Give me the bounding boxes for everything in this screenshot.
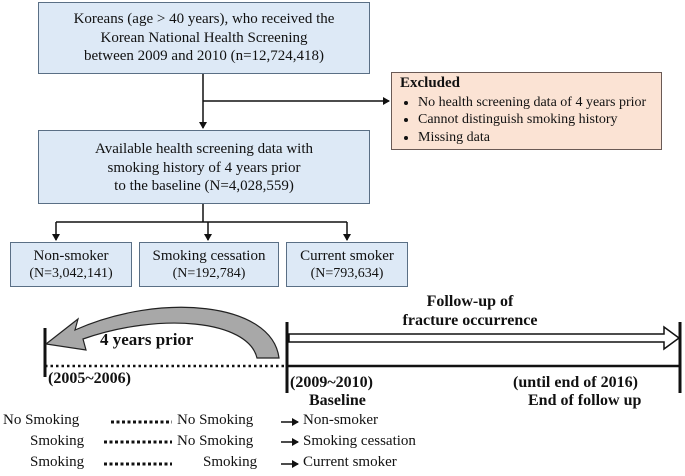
source-line-2: Korean National Health Screening [100,29,308,46]
legend-row3-prior: Smoking [30,454,85,470]
prior-curved-arrow [44,306,280,359]
excluded-box: Excluded No health screening data of 4 y… [391,72,662,150]
period-baseline: (2009~2010) [290,374,373,391]
timeline-axis [43,322,682,393]
nonsmoker-label: Non-smoker [33,248,109,264]
cessation-label: Smoking cessation [152,248,266,264]
legend-row2-group: Smoking cessation [303,433,416,449]
available-line-2: smoking history of 4 years prior [107,159,301,176]
current-count: (N=793,634) [310,266,384,281]
legend-row2-prior: Smoking [30,433,85,449]
excluded-item: Missing data [418,129,655,147]
legend-connectors [104,418,299,468]
followup-line-1: Follow-up of [426,293,514,310]
end-label: End of follow up [528,392,642,409]
source-population-box: Koreans (age > 40 years), who received t… [38,2,370,74]
legend-row3-baseline: Smoking [203,454,258,470]
current-smoker-box: Current smoker (N=793,634) [286,242,408,287]
available-line-3: to the baseline (N=4,028,559) [114,178,294,194]
followup-title: Follow-up of fracture occurrence [360,292,580,330]
period-end: (until end of 2016) [513,374,638,391]
available-line-1: Available health screening data with [95,141,313,157]
legend-row3-group: Current smoker [303,454,397,470]
source-line-1: Koreans (age > 40 years), who received t… [73,11,335,27]
excluded-list: No health screening data of 4 years prio… [400,94,655,147]
available-data-box: Available health screening data with smo… [38,130,370,204]
excluded-item: Cannot distinguish smoking history [418,111,655,129]
baseline-label: Baseline [309,392,366,409]
legend-row1-group: Non-smoker [303,412,378,428]
followup-arrow [288,325,681,351]
legend-row1-prior: No Smoking [3,412,80,428]
current-label: Current smoker [300,248,394,264]
cessation-box: Smoking cessation (N=192,784) [139,242,279,287]
flow-connectors [52,74,390,241]
followup-line-2: fracture occurrence [402,312,538,329]
excluded-title: Excluded [400,75,461,91]
cessation-count: (N=192,784) [172,266,246,281]
excluded-item: No health screening data of 4 years prio… [418,94,655,112]
period-prior: (2005~2006) [48,370,131,387]
legend-row2-baseline: No Smoking [177,433,254,449]
legend-row1-baseline: No Smoking [177,412,254,428]
source-line-3: between 2009 and 2010 (n=12,724,418) [83,48,325,64]
nonsmoker-count: (N=3,042,141) [29,266,113,281]
prior-label: 4 years prior [100,330,194,349]
nonsmoker-box: Non-smoker (N=3,042,141) [10,242,132,287]
